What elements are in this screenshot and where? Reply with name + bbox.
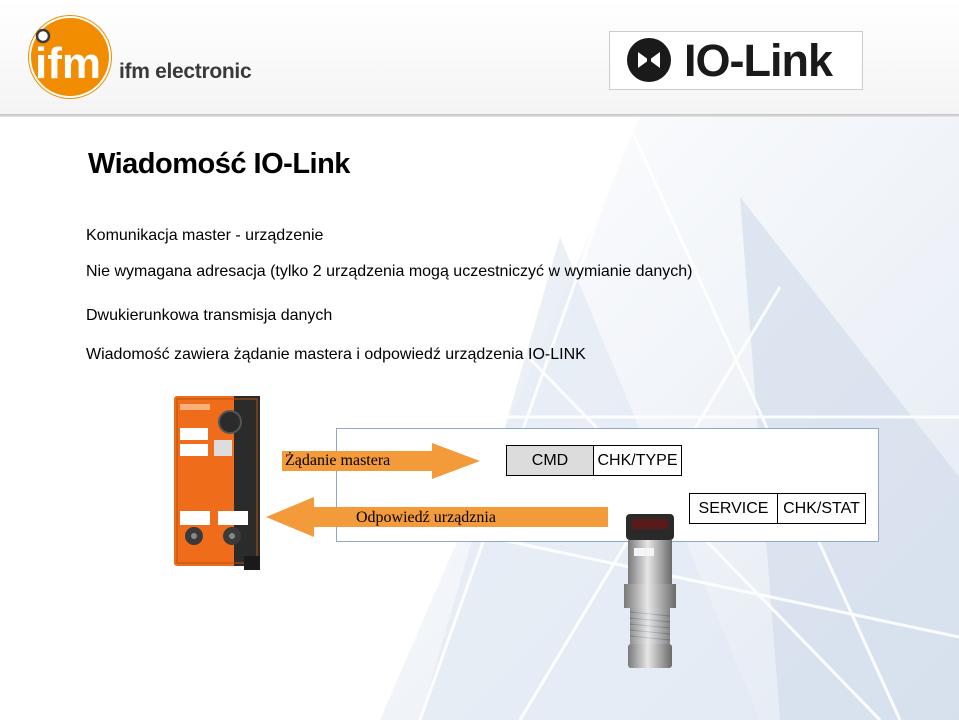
request-arrow: [282, 443, 480, 479]
iolink-master-module-image: [174, 396, 260, 570]
company-name: ifm electronic: [119, 60, 252, 83]
cmd-cell: CMD: [506, 445, 594, 476]
response-arrow: [266, 497, 608, 537]
ifm-logo: ifm: [28, 15, 112, 99]
bullet-1: Komunikacja master - urządzenie: [86, 227, 324, 244]
slide-title: Wiadomość IO-Link: [88, 148, 350, 180]
background-decoration: [0, 117, 959, 720]
bullet-4: Wiadomość zawiera żądanie mastera i odpo…: [86, 346, 586, 363]
iolink-sensor-image: [624, 514, 676, 668]
response-arrow-label: Odpowiedź urządznia: [356, 509, 496, 526]
chk-type-cell: CHK/TYPE: [593, 445, 682, 476]
chk-stat-cell: CHK/STAT: [777, 493, 866, 524]
request-arrow-label: Żądanie mastera: [285, 452, 391, 469]
iolink-logo: IO-Link: [609, 31, 863, 90]
bullet-3: Dwukierunkowa transmisja danych: [86, 307, 333, 324]
service-cell: SERVICE: [689, 493, 778, 524]
iolink-logo-text: IO-Link: [684, 35, 833, 86]
iolink-emblem-icon: [627, 38, 671, 82]
ifm-logo-letters: ifm: [35, 39, 101, 88]
bullet-2: Nie wymagana adresacja (tylko 2 urządzen…: [86, 263, 693, 280]
header-divider: [0, 114, 959, 117]
